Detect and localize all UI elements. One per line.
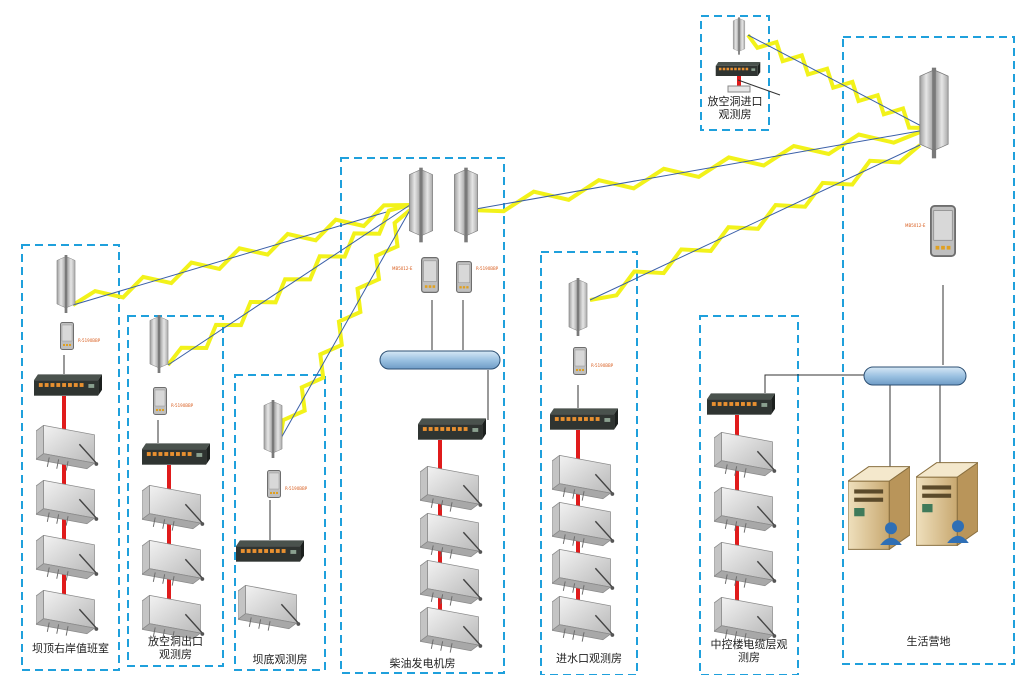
laptop-icon: [727, 85, 751, 93]
s4-right-radio-label: R-5190BBP: [476, 266, 499, 271]
network-bus-icon: [379, 350, 501, 370]
client-radio-label-s2: R-5190BBP: [171, 403, 194, 408]
station-frame-s7: [700, 15, 770, 131]
data-logger-icon: [420, 607, 483, 653]
sector-antenna-icon: [454, 167, 478, 243]
client-radio-label-s5: R-5190BBP: [591, 363, 614, 368]
outdoor-radio-icon: [930, 204, 956, 258]
cable-4: [764, 374, 865, 393]
outdoor-radio-icon: [421, 256, 439, 294]
data-logger-icon: [142, 595, 205, 641]
link-s7-s8-zigzag: [746, 33, 926, 130]
link-s4-s3-line: [279, 209, 411, 441]
sector-antenna-icon: [409, 167, 433, 243]
data-logger-icon: [552, 502, 615, 548]
sector-antenna-icon: [149, 315, 169, 373]
link-s7-s8-line: [747, 34, 926, 129]
data-logger-icon: [552, 549, 615, 595]
outdoor-radio-icon: [573, 346, 587, 376]
station-frame-s6: [699, 315, 799, 675]
link-s5-s8-line: [589, 144, 921, 301]
link-s4-s8-zigzag: [469, 128, 926, 214]
sector-antenna-icon: [568, 278, 588, 336]
station-label-s5-line1: 进水口观测房: [556, 652, 622, 665]
sector-antenna-icon: [263, 400, 283, 458]
data-logger-icon: [714, 432, 777, 478]
link-s5-s8-zigzag: [589, 143, 922, 302]
station-label-s3-line1: 坝底观测房: [253, 652, 308, 666]
base-radio-label: MB5012-E: [905, 223, 926, 228]
network-switch-icon: [707, 393, 775, 415]
data-logger-icon: [36, 480, 99, 526]
outdoor-radio-icon: [60, 321, 74, 351]
station-label-s8-line1: 生活营地: [907, 634, 951, 648]
station-label-s7-line1: 放空洞进口: [708, 94, 763, 108]
client-radio-label-s1: R-5190BBP: [78, 338, 101, 343]
data-logger-icon: [238, 585, 301, 631]
network-switch-icon: [550, 408, 618, 430]
station-frame-s4: [340, 157, 505, 674]
station-frame-s2: [127, 315, 224, 667]
station-label-s4-line1: 柴油发电机房: [390, 656, 456, 670]
data-logger-icon: [36, 590, 99, 636]
sector-antenna-icon: [733, 17, 745, 55]
station-label-s2-line2: 观测房: [159, 648, 192, 661]
data-logger-icon: [714, 597, 777, 643]
data-logger-icon: [714, 542, 777, 588]
network-switch-icon: [142, 443, 210, 465]
data-logger-icon: [420, 513, 483, 559]
data-logger-icon: [552, 596, 615, 642]
link-s4-s1-line: [72, 204, 411, 306]
station-label-s1-line1: 坝顶右岸值班室: [32, 641, 109, 655]
network-switch-icon: [236, 540, 304, 562]
link-s4-s3-zigzag: [278, 208, 412, 441]
server-icon: [916, 462, 978, 546]
data-logger-icon: [36, 425, 99, 471]
station-frame-s3: [234, 374, 326, 671]
station-label-s2-line1: 放空洞出口: [148, 634, 203, 648]
link-s4-s2-line: [167, 204, 411, 366]
link-s4-s1-zigzag: [71, 203, 411, 307]
data-logger-icon: [142, 540, 205, 586]
cable-12: [737, 79, 781, 96]
station-frame-s5: [540, 251, 638, 675]
data-logger-icon: [420, 466, 483, 512]
sector-antenna-icon: [919, 67, 949, 159]
client-radio-label-s3: R-5190BBP: [285, 486, 308, 491]
network-switch-icon: [34, 374, 102, 396]
link-s4-s8-line: [469, 129, 926, 211]
network-bus-icon: [863, 366, 967, 386]
sector-antenna-icon: [56, 255, 76, 313]
outdoor-radio-icon: [153, 386, 167, 416]
station-label-s6-line2: 测房: [738, 651, 760, 664]
data-logger-icon: [552, 455, 615, 501]
data-logger-icon: [714, 487, 777, 533]
data-logger-icon: [142, 485, 205, 531]
network-switch-icon: [715, 62, 761, 76]
station-label-s6-line1: 中控楼电缆层观: [711, 637, 788, 651]
station-frame-s8: [842, 36, 1015, 665]
data-logger-icon: [420, 560, 483, 606]
network-switch-icon: [418, 418, 486, 440]
outdoor-radio-icon: [456, 260, 472, 294]
data-logger-icon: [36, 535, 99, 581]
outdoor-radio-icon: [267, 469, 281, 499]
station-label-s7-line2: 观测房: [719, 108, 752, 121]
server-icon: [848, 466, 910, 550]
link-s4-s2-zigzag: [166, 203, 411, 367]
s4-left-radio-label: MB5012-E: [392, 266, 413, 271]
